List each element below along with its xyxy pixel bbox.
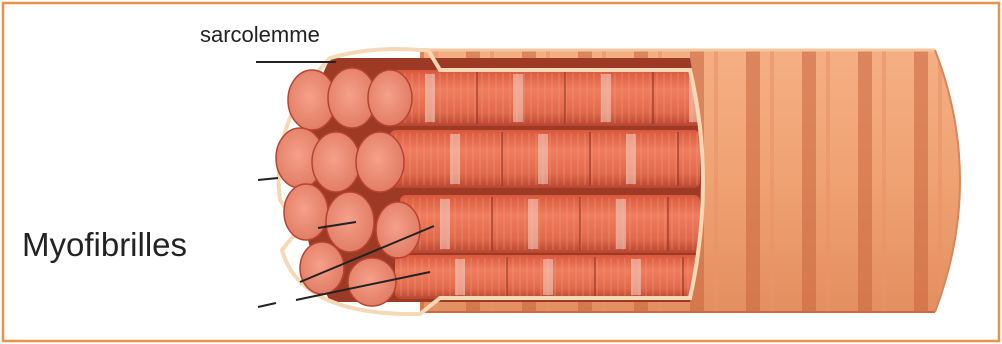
sarcomere-band xyxy=(601,74,611,122)
myofibril-end-disc xyxy=(284,184,328,240)
sarcomere-band xyxy=(626,134,636,184)
myofibril-end-disc xyxy=(312,132,360,192)
sarcomere-band xyxy=(631,259,641,295)
sarcomere-band xyxy=(513,74,523,122)
sarcolemma-label: sarcolemme xyxy=(200,22,320,48)
sarcomere-band xyxy=(450,134,460,184)
myofibril-end-disc xyxy=(348,258,396,306)
sarcomere-band xyxy=(538,134,548,184)
myofibril-end-disc xyxy=(376,202,420,258)
sarcomere-band xyxy=(543,259,553,295)
myofibril-bundle xyxy=(385,70,741,299)
sarcomere-band xyxy=(425,74,435,122)
sarcomere-band xyxy=(455,259,465,295)
sarcomere-band xyxy=(616,199,626,249)
myofibril-end-disc xyxy=(300,242,344,294)
myofibril-end-disc xyxy=(356,132,404,192)
sarcomere-band xyxy=(528,199,538,249)
myofibrils-label: Myofibrilles xyxy=(22,226,187,264)
sarcomere-band xyxy=(440,199,450,249)
myofibril-end-disc xyxy=(368,70,412,126)
